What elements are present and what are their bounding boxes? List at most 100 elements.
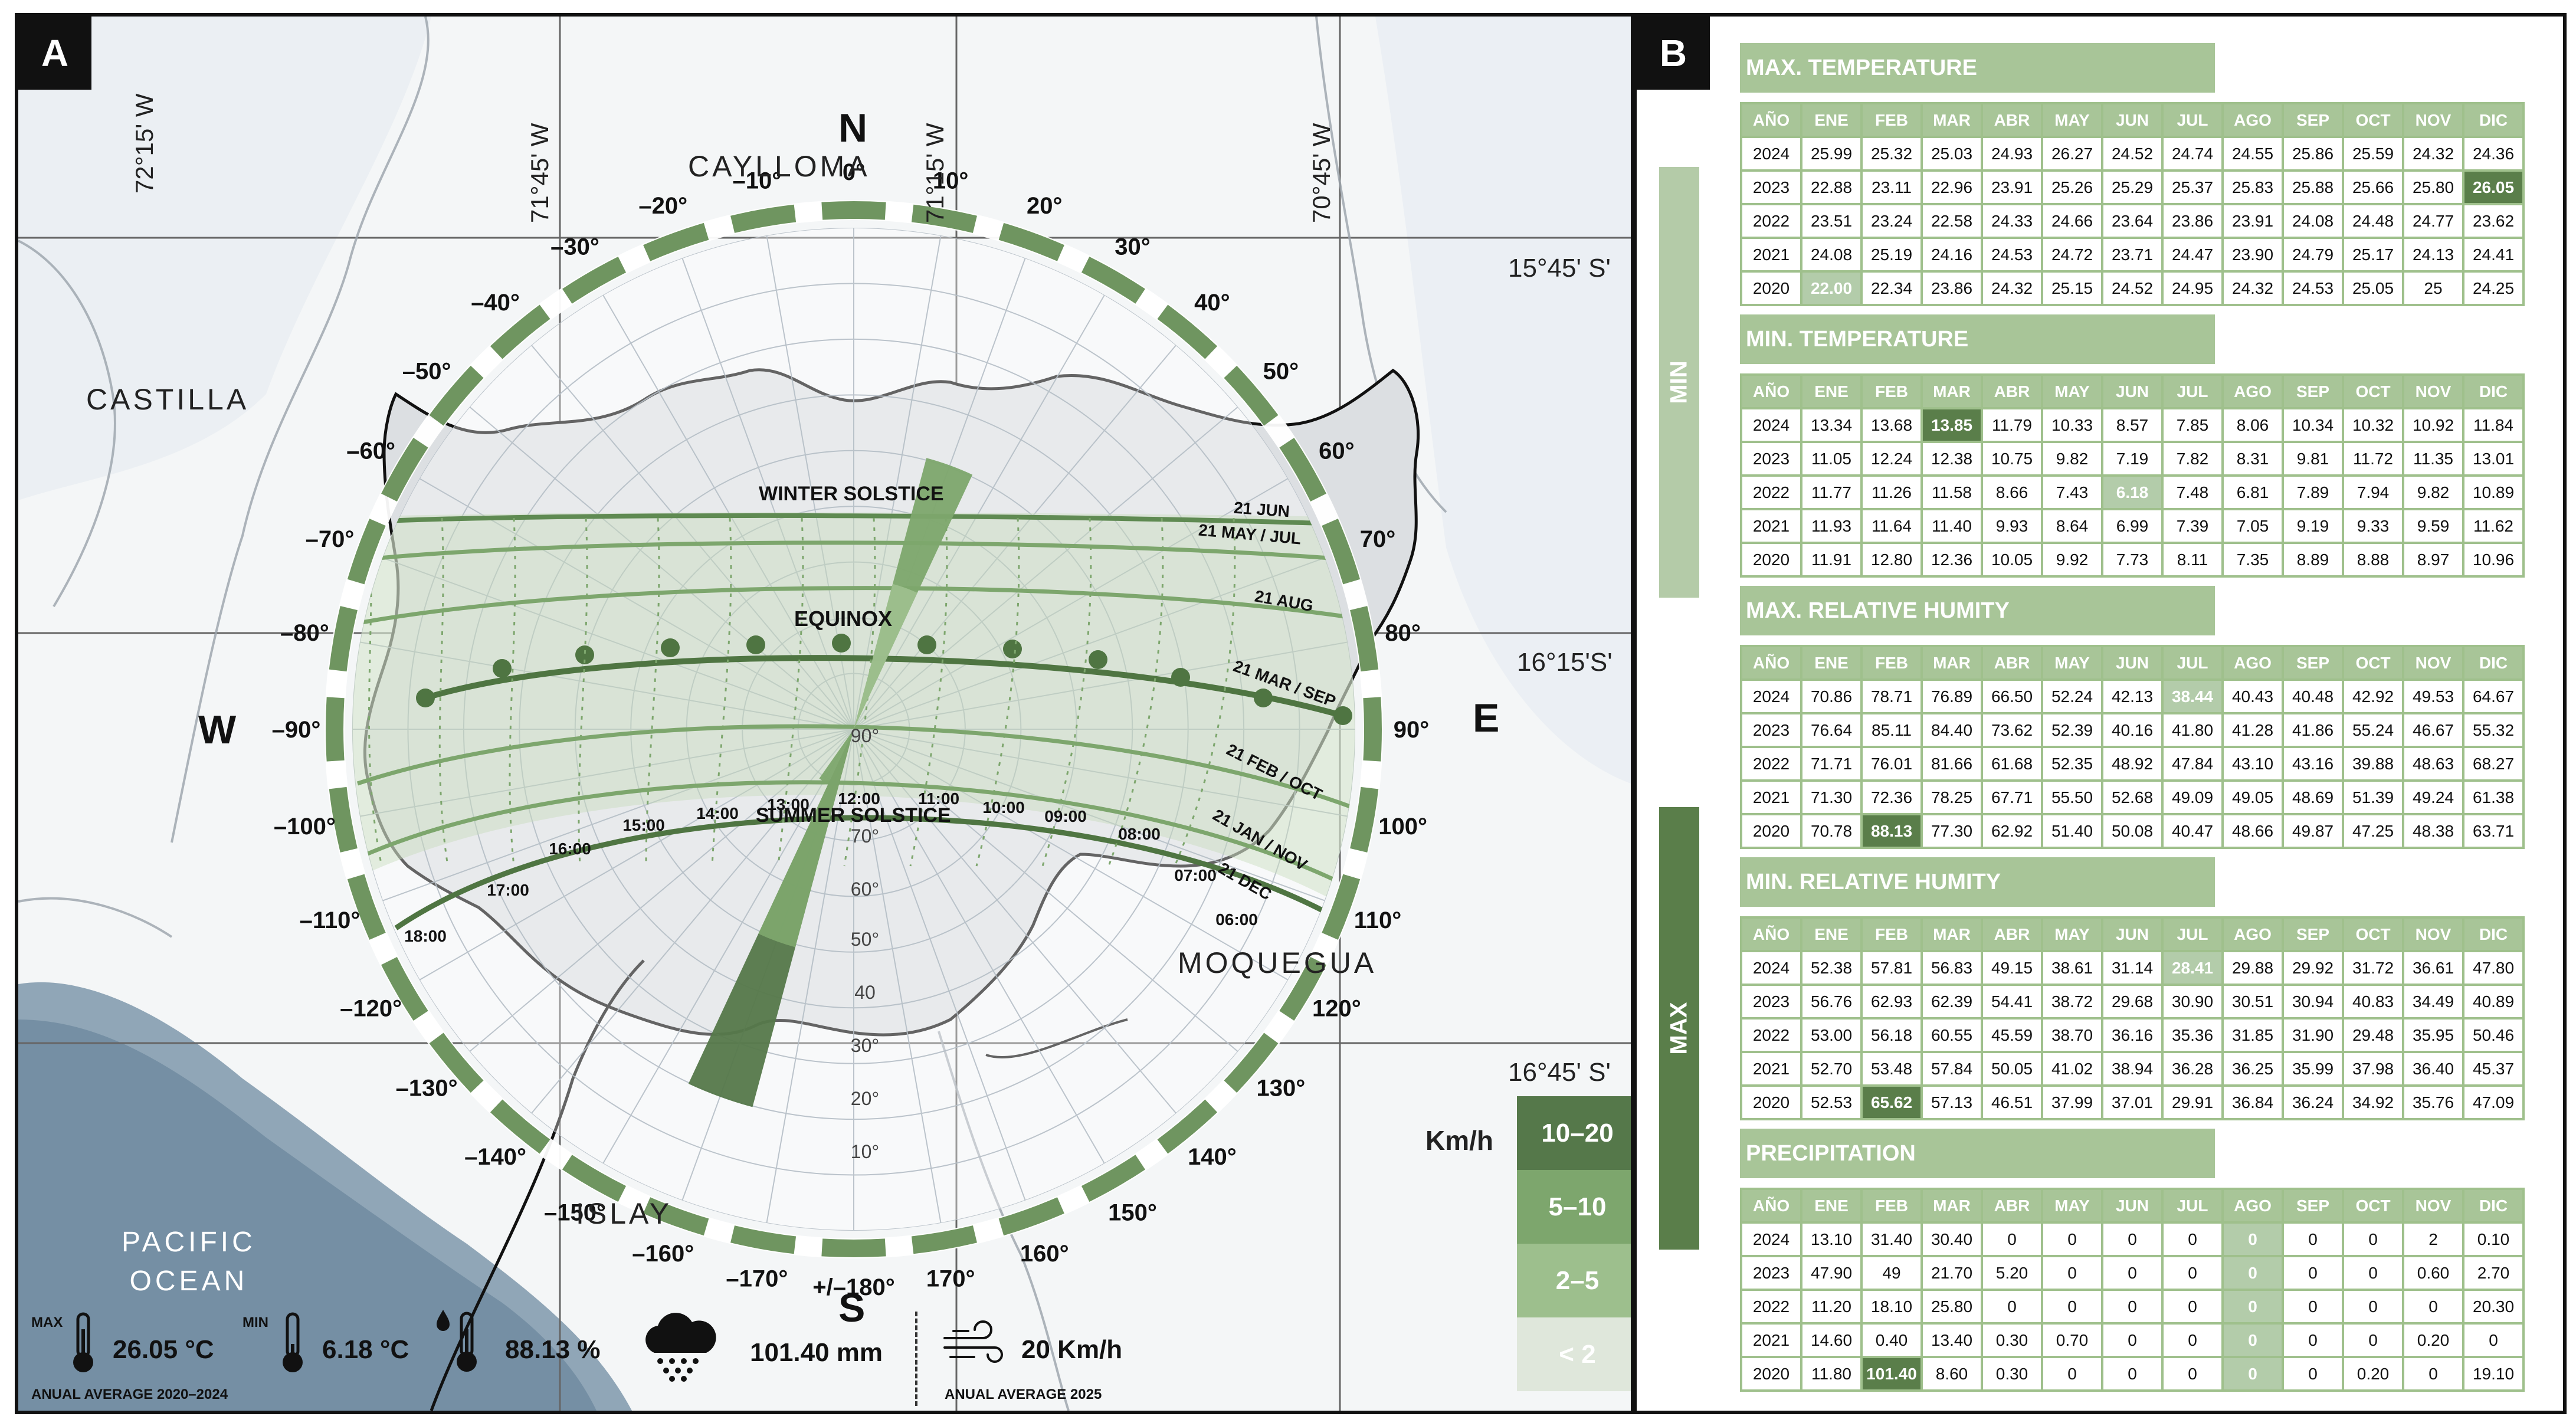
- table-cell: 0: [2041, 1356, 2103, 1392]
- table-cell: 25.59: [2342, 136, 2404, 172]
- table-cell: 56.18: [1860, 1017, 1923, 1053]
- azimuth-ring: [326, 201, 1382, 1257]
- table-cell: 7.05: [2221, 508, 2284, 544]
- table-cell: 25.26: [2041, 169, 2103, 205]
- table-cell: 23.11: [1860, 169, 1923, 205]
- azimuth-label: +/–180°: [812, 1274, 894, 1300]
- altitude-label: 50°: [851, 929, 879, 950]
- table-cell: 12.24: [1860, 441, 1923, 477]
- table-cell: 81.66: [1920, 746, 1983, 782]
- table-cell: 37.99: [2041, 1084, 2103, 1120]
- table-cell: 19.10: [2462, 1356, 2525, 1392]
- stats-divider: [915, 1312, 917, 1406]
- azimuth-label: 10°: [933, 168, 969, 194]
- table-cell: 40.89: [2462, 984, 2525, 1019]
- table-cell: 40.47: [2161, 813, 2224, 849]
- table-cell: 22.00: [1800, 270, 1863, 306]
- table-title: MIN. RELATIVE HUMITY: [1740, 857, 2215, 907]
- table-cell: 11.62: [2462, 508, 2525, 544]
- table-cell: 40.43: [2221, 678, 2284, 714]
- table-title: MAX. TEMPERATURE: [1740, 43, 2215, 93]
- azimuth-label: –140°: [464, 1144, 526, 1170]
- azimuth-label: –160°: [632, 1241, 694, 1267]
- table-cell: 77.30: [1920, 813, 1983, 849]
- table-cell: 47.90: [1800, 1255, 1863, 1291]
- table-cell: 8.06: [2221, 407, 2284, 443]
- table-cell: 56.83: [1920, 950, 1983, 986]
- table-cell: 11.79: [1981, 407, 2043, 443]
- column-header: MAY: [2041, 916, 2103, 952]
- table-cell: 25.83: [2221, 169, 2284, 205]
- table-cell: 101.40: [1860, 1356, 1923, 1392]
- table-cell: 65.62: [1860, 1084, 1923, 1120]
- azimuth-label: 120°: [1312, 996, 1361, 1022]
- azimuth-label: –170°: [726, 1266, 788, 1292]
- table-cell: 13.85: [1920, 407, 1983, 443]
- table-cell: 55.50: [2041, 779, 2103, 815]
- sun-path-line: [352, 586, 1355, 627]
- azimuth-label: –20°: [638, 193, 687, 219]
- table-cell: 8.64: [2041, 508, 2103, 544]
- table-cell: 6.99: [2101, 508, 2164, 544]
- table-cell: 5.20: [1981, 1255, 2043, 1291]
- table-cell: 0: [2101, 1356, 2164, 1392]
- table-cell: 38.72: [2041, 984, 2103, 1019]
- table-cell: 0: [2101, 1289, 2164, 1325]
- table-cell: 2022: [1740, 474, 1802, 510]
- column-header: DIC: [2462, 373, 2525, 409]
- azimuth-label: 170°: [926, 1266, 975, 1292]
- table-cell: 55.32: [2462, 712, 2525, 748]
- place-castilla: CASTILLA: [86, 383, 250, 416]
- azimuth-label: 70°: [1360, 526, 1396, 552]
- table-cell: 60.55: [1920, 1017, 1983, 1053]
- table-cell: 25.15: [2041, 270, 2103, 306]
- table-cell: 40.16: [2101, 712, 2164, 748]
- column-header: AGO: [2221, 102, 2284, 138]
- table-cell: 2020: [1740, 1084, 1802, 1120]
- table-cell: 52.35: [2041, 746, 2103, 782]
- table-cell: 24.16: [1920, 237, 1983, 273]
- table-cell: 0: [2161, 1289, 2224, 1325]
- table-cell: 24.48: [2342, 203, 2404, 239]
- column-header: MAY: [2041, 102, 2103, 138]
- column-header: MAY: [2041, 373, 2103, 409]
- table-cell: 41.80: [2161, 712, 2224, 748]
- table-cell: 49: [1860, 1255, 1923, 1291]
- table-cell: 0.10: [2462, 1221, 2525, 1257]
- table-cell: 24.47: [2161, 237, 2224, 273]
- altitude-label: 10°: [851, 1141, 879, 1162]
- table-cell: 2024: [1740, 1221, 1802, 1257]
- table-cell: 0: [2161, 1322, 2224, 1358]
- altitude-label: 30°: [851, 1035, 879, 1056]
- table-cell: 7.94: [2342, 474, 2404, 510]
- column-header: OCT: [2342, 916, 2404, 952]
- table-cell: 8.89: [2282, 542, 2344, 578]
- table-cell: 76.89: [1920, 678, 1983, 714]
- azimuth-label: 40°: [1194, 290, 1230, 316]
- table-cell: 49.53: [2402, 678, 2464, 714]
- table-cell: 24.93: [1981, 136, 2043, 172]
- azimuth-label: –80°: [280, 620, 329, 646]
- table-cell: 2020: [1740, 813, 1802, 849]
- table-cell: 53.00: [1800, 1017, 1863, 1053]
- table-cell: 0: [2101, 1255, 2164, 1291]
- column-header: AÑO: [1740, 645, 1802, 681]
- table-cell: 39.88: [2342, 746, 2404, 782]
- hour-label: 16:00: [549, 840, 591, 858]
- column-header: SEP: [2282, 102, 2344, 138]
- azimuth-label: –30°: [550, 234, 599, 260]
- azimuth-tick: [1224, 1032, 1279, 1093]
- table-cell: 25.80: [1920, 1289, 1983, 1325]
- table-cell: 45.59: [1981, 1017, 2043, 1053]
- table-cell: 49.05: [2221, 779, 2284, 815]
- hour-label: 17:00: [487, 881, 529, 899]
